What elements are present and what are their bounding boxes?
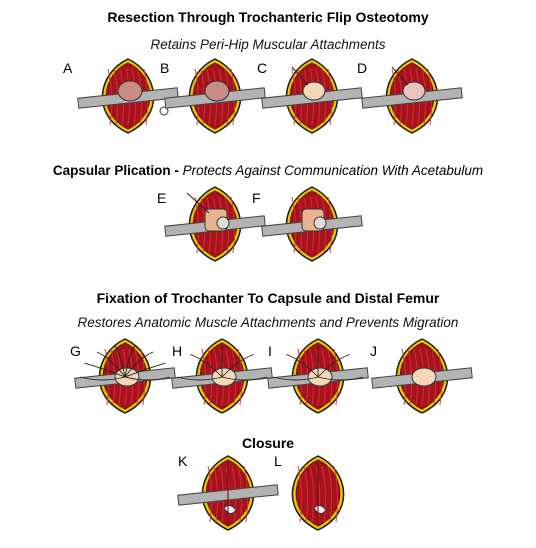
surgical-illustration-k <box>178 452 278 532</box>
capsular-heading: Capsular Plication - Protects Against Co… <box>0 163 536 178</box>
illustration-svg <box>362 55 462 135</box>
panel-letter-a: A <box>63 60 72 76</box>
illustration-svg <box>165 55 265 135</box>
surgical-illustration-f <box>262 183 362 263</box>
illustration-svg <box>75 335 175 415</box>
illustration-svg <box>165 183 265 263</box>
resection-subtitle: Retains Peri-Hip Muscular Attachments <box>0 37 536 52</box>
capsular-title: Capsular Plication - <box>53 163 179 178</box>
illustration-svg <box>178 452 278 532</box>
suture-knot <box>314 217 326 229</box>
resection-title: Resection Through Trochanteric Flip Oste… <box>0 9 536 25</box>
surgical-illustration-h <box>172 335 272 415</box>
closure-title: Closure <box>0 435 536 451</box>
surgical-illustration-e <box>165 183 265 263</box>
capsular-subtitle: Protects Against Communication With Acet… <box>183 163 484 178</box>
surgical-illustration-b <box>165 55 265 135</box>
femoral-head <box>205 81 229 101</box>
femoral-neck <box>303 82 325 100</box>
surgical-illustration-d <box>362 55 462 135</box>
surgical-illustration-c <box>262 55 362 135</box>
illustration-svg <box>268 452 368 532</box>
illustration-svg <box>262 183 362 263</box>
fixation-title: Fixation of Trochanter To Capsule and Di… <box>0 290 536 306</box>
femoral-neck <box>403 82 425 100</box>
panel-letter-f: F <box>252 190 261 206</box>
greater-trochanter <box>412 368 436 386</box>
illustration-svg <box>268 335 368 415</box>
surgical-illustration-j <box>372 335 472 415</box>
illustration-svg <box>262 55 362 135</box>
surgical-illustration-i <box>268 335 368 415</box>
suture-knot <box>217 217 229 229</box>
fixation-subtitle: Restores Anatomic Muscle Attachments and… <box>0 315 536 330</box>
illustration-svg <box>172 335 272 415</box>
greater-trochanter <box>115 368 139 386</box>
surgical-illustration-g <box>75 335 175 415</box>
illustration-svg <box>372 335 472 415</box>
femoral-head <box>118 81 142 101</box>
surgical-illustration-l <box>268 452 368 532</box>
